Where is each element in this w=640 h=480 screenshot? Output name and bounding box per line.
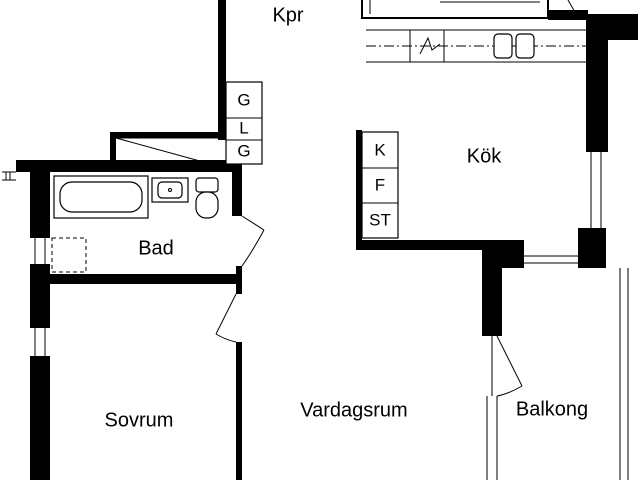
wardrobe-label-l: L (239, 118, 248, 137)
door-bedroom-leaf (215, 293, 237, 335)
wall-kitchen-top (548, 10, 588, 20)
room-label-kpr: Kpr (272, 4, 303, 26)
kitchen-counter (366, 29, 586, 63)
bath-fixtures (51, 175, 219, 273)
wall-kitchen-east (586, 20, 608, 152)
wardrobe: G L G (225, 81, 263, 165)
wall-bath-south-stub (236, 266, 242, 294)
room-label-vardagsrum: Vardagsrum (300, 399, 407, 421)
wall-bath-south (30, 274, 242, 284)
wall-bedroom-west-lower (30, 356, 50, 480)
door-bath-leaf (241, 215, 265, 231)
toilet-tank (195, 177, 219, 193)
doors (115, 137, 523, 397)
unit-label-st: ST (369, 210, 391, 229)
room-labels: Kpr Kök Bad Sovrum Vardagsrum Balkong (105, 4, 589, 431)
room-label-kok: Kök (467, 145, 502, 167)
door-balcony-leaf (496, 335, 523, 387)
wall-bedroom-east (236, 342, 242, 480)
wall-bath-west (30, 160, 50, 238)
stove-symbol (419, 36, 441, 55)
room-label-sovrum: Sovrum (105, 409, 174, 431)
wall-bedroom-west-upper (30, 264, 50, 328)
sink-right (515, 33, 535, 59)
window-kitchen-top (361, 0, 549, 19)
room-label-balkong: Balkong (516, 398, 588, 420)
unit-label-k: K (374, 140, 386, 159)
wall-kpr-west (218, 0, 226, 140)
wall-balkong-west (482, 250, 502, 336)
wall-east-pillar (578, 228, 606, 268)
wall-bath-corridor-west (110, 132, 116, 166)
wall-kitchen-inner-west (356, 130, 362, 250)
kitchen-units: K F ST (361, 131, 399, 239)
unit-label-f: F (375, 175, 385, 194)
sink-left (493, 33, 513, 59)
wall-bath-top (16, 160, 242, 172)
wall-kitchen-inner-south (356, 240, 524, 250)
wall-bath-east (232, 160, 242, 216)
walls (16, 0, 638, 480)
windows (2, 0, 629, 480)
wall-bath-corridor-top (110, 132, 226, 138)
wardrobe-label-g2: G (237, 141, 250, 160)
toilet-bowl (195, 191, 219, 219)
room-label-bad: Bad (138, 237, 174, 259)
wardrobe-label-g1: G (237, 90, 250, 109)
washing-machine-space (51, 237, 87, 273)
